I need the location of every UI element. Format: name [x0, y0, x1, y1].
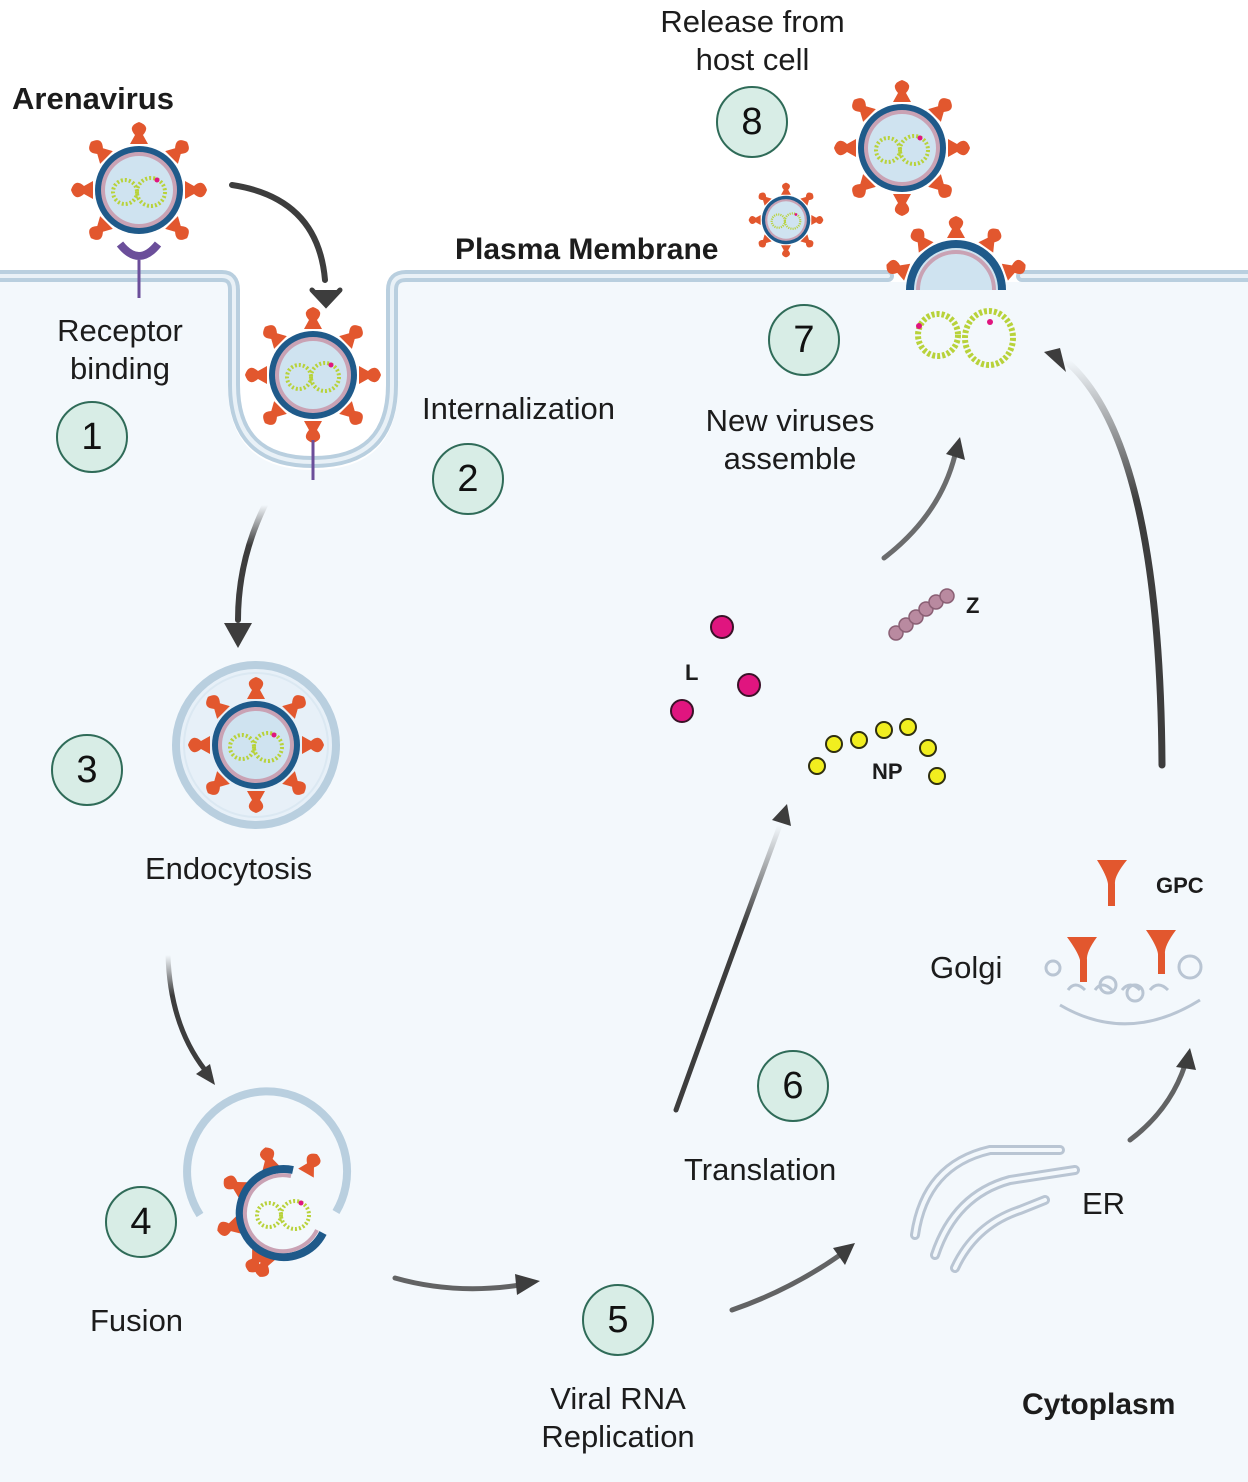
- np-protein-dots: [808, 718, 946, 785]
- cycle-arrows: [165, 182, 1196, 1313]
- step-7-label: New viruses assemble: [705, 403, 875, 476]
- step-3-label: Endocytosis: [145, 851, 313, 886]
- step-8-label: Release from host cell: [660, 4, 845, 77]
- z-protein-chain: [888, 588, 955, 641]
- z-protein-label: Z: [966, 593, 980, 618]
- step-2-label: Internalization: [422, 391, 616, 426]
- step-1-label: Receptor binding: [57, 313, 183, 386]
- released-virus-large: [834, 80, 970, 216]
- step-4-badge: 4: [105, 1186, 177, 1258]
- step-6-label: Translation: [684, 1152, 837, 1187]
- l-protein-label: L: [685, 660, 699, 685]
- golgi-apparatus: [1044, 954, 1203, 1026]
- fusion-virus: [183, 1087, 352, 1280]
- arenavirus-particle: [71, 122, 207, 245]
- gpc-glycoprotein: [1067, 860, 1176, 982]
- step-5-badge: 5: [582, 1284, 654, 1356]
- step-6-badge: 6: [757, 1050, 829, 1122]
- gpc-label: GPC: [1156, 873, 1204, 898]
- membrane-label: Plasma Membrane: [455, 233, 719, 266]
- golgi-label: Golgi: [930, 950, 1003, 985]
- l-protein-dots: [670, 615, 761, 723]
- step-8-badge: 8: [716, 86, 788, 158]
- host-receptor: [116, 241, 162, 298]
- step-1-badge: 1: [56, 401, 128, 473]
- endocytosed-virus: [188, 677, 324, 813]
- step-7-badge: 7: [768, 304, 840, 376]
- virus-title: Arenavirus: [12, 81, 174, 116]
- budding-virus: [883, 216, 1029, 291]
- step-5-label: Viral RNA Replication: [541, 1381, 695, 1454]
- step-3-badge: 3: [51, 734, 123, 806]
- internalizing-virus: [245, 307, 381, 443]
- released-virus-small: [748, 182, 824, 258]
- cytoplasm-label: Cytoplasm: [1022, 1388, 1176, 1421]
- step-4-label: Fusion: [90, 1303, 184, 1338]
- assembling-rna: [915, 308, 1016, 368]
- np-protein-label: NP: [872, 759, 903, 784]
- step-2-badge: 2: [432, 443, 504, 515]
- er-label: ER: [1082, 1186, 1126, 1221]
